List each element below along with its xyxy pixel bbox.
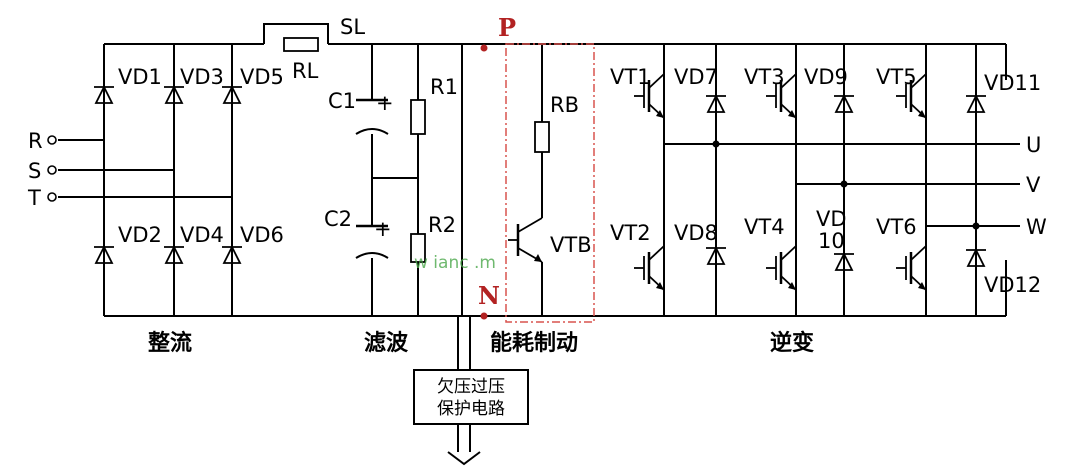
label-vd6: VD6 (240, 223, 284, 247)
label-c2: C2 (324, 207, 352, 231)
label-vt6: VT6 (876, 215, 917, 239)
label-rb: RB (550, 93, 579, 117)
rb-resistor (534, 121, 550, 153)
label-vd8: VD8 (674, 221, 718, 245)
watermark: w ianc .m (414, 253, 496, 273)
label-vd9: VD9 (804, 65, 848, 89)
text-labels: SL RL P N C1 + R1 C2 + R2 RB VTB R S T V… (27, 13, 1047, 419)
r1-resistor (410, 99, 426, 135)
label-input-r: R (28, 129, 43, 153)
label-vt4: VT4 (744, 215, 785, 239)
label-output-v: V (1026, 173, 1041, 197)
protect-line1: 欠压过压 (437, 377, 505, 397)
label-vd12: VD12 (984, 273, 1041, 297)
label-plus1: + (376, 91, 394, 115)
label-vtb: VTB (550, 233, 592, 257)
label-vd5: VD5 (240, 65, 284, 89)
label-sl: SL (340, 15, 365, 39)
label-output-w: W (1026, 215, 1047, 239)
section-brake: 能耗制动 (490, 330, 578, 356)
label-plus2: + (374, 217, 392, 241)
brake-unit-box (505, 43, 595, 323)
label-vd10-bottom: 10 (818, 229, 845, 253)
label-vd4: VD4 (180, 223, 224, 247)
label-output-u: U (1026, 133, 1041, 157)
label-n: N (478, 281, 500, 310)
label-input-s: S (28, 159, 41, 183)
protect-line2: 保护电路 (437, 399, 505, 419)
label-vd2: VD2 (118, 223, 162, 247)
label-r1: R1 (430, 75, 458, 99)
label-vt3: VT3 (744, 65, 785, 89)
rl-resistor (283, 37, 319, 52)
label-vt5: VT5 (876, 65, 917, 89)
label-vd10-top: VD (816, 207, 847, 231)
label-vt2: VT2 (610, 221, 651, 245)
label-p: P (498, 13, 516, 42)
inverter-igbts (632, 72, 928, 292)
label-rl: RL (292, 59, 319, 83)
input-terminals (47, 135, 57, 202)
section-rectify: 整流 (148, 330, 192, 356)
label-input-t: T (27, 186, 41, 210)
label-c1: C1 (328, 89, 356, 113)
section-filter: 滤波 (364, 330, 409, 356)
r2-resistor (410, 233, 426, 263)
vtb-transistor (508, 217, 543, 263)
junction-dots (480, 44, 980, 320)
label-vd7: VD7 (674, 65, 718, 89)
label-vd3: VD3 (180, 65, 224, 89)
capacitors (355, 98, 389, 259)
section-invert: 逆变 (770, 330, 814, 356)
protection-box (413, 369, 529, 425)
label-vd1: VD1 (118, 65, 162, 89)
label-vt1: VT1 (610, 65, 651, 89)
label-vd11: VD11 (984, 71, 1041, 95)
label-r2: R2 (428, 213, 456, 237)
